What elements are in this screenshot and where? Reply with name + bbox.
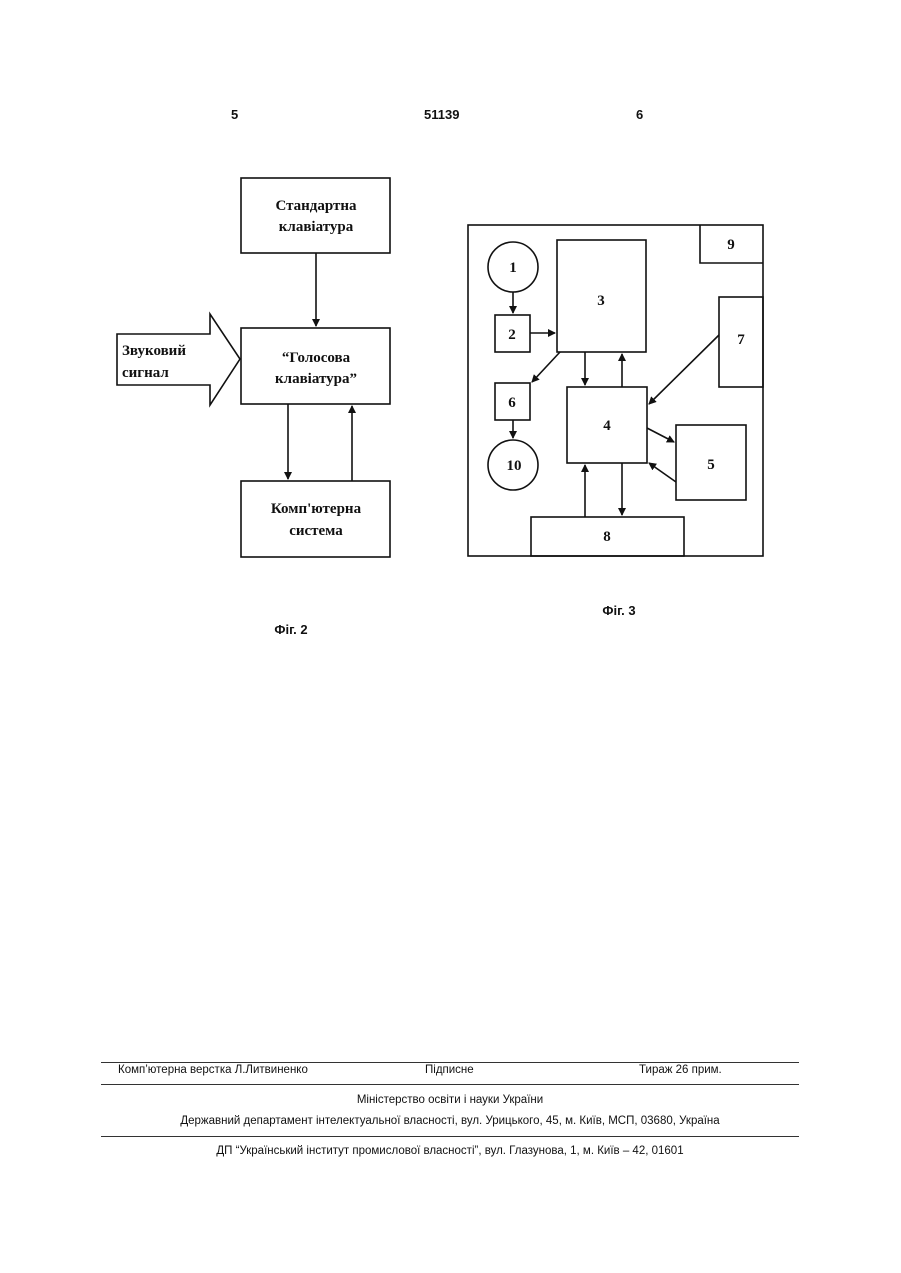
standard-keyboard-box: [241, 178, 390, 253]
figure-3-caption: Фіг. 3: [602, 603, 635, 618]
label-7: 7: [737, 332, 745, 348]
figures-canvas: Стандартна клавіатура “Голосова клавіату…: [0, 0, 901, 700]
label-5: 5: [707, 457, 715, 473]
circulation-label: Тираж 26 прим.: [639, 1064, 722, 1076]
label-4: 4: [603, 418, 611, 434]
arrow-3-to-6: [532, 352, 560, 382]
figure-2-caption: Фіг. 2: [274, 622, 307, 637]
arrow-5-to-4: [649, 463, 676, 482]
arrow-4-to-5: [647, 428, 674, 442]
sound-signal-label-1: Звуковий: [122, 343, 186, 359]
footer-rule-bottom: [101, 1136, 799, 1137]
standard-keyboard-label-2: клавіатура: [279, 219, 354, 235]
institute-line: ДП “Український інститут промислової вла…: [101, 1145, 799, 1157]
voice-keyboard-label-2: клавіатура”: [275, 371, 357, 387]
footer-rule-middle: [101, 1084, 799, 1085]
ministry-line: Міністерство освіти і науки України: [101, 1094, 799, 1106]
department-line: Державний департамент інтелектуальної вл…: [101, 1115, 799, 1127]
label-3: 3: [597, 293, 605, 309]
label-10: 10: [507, 458, 522, 474]
sound-signal-arrow: [117, 314, 240, 405]
voice-keyboard-box: [241, 328, 390, 404]
computer-system-label-2: система: [289, 523, 343, 539]
layout-credit: Комп’ютерна верстка Л.Литвиненко: [118, 1064, 308, 1076]
signed-label: Підписне: [425, 1064, 474, 1076]
standard-keyboard-label-1: Стандартна: [275, 198, 357, 214]
label-9: 9: [727, 237, 735, 253]
arrow-7-to-4: [649, 335, 719, 404]
computer-system-label-1: Комп'ютерна: [271, 501, 362, 517]
label-6: 6: [508, 395, 516, 411]
voice-keyboard-label-1: “Голосова: [282, 350, 351, 366]
computer-system-box: [241, 481, 390, 557]
label-2: 2: [508, 327, 516, 343]
sound-signal-label-2: сигнал: [122, 365, 169, 381]
label-8: 8: [603, 529, 611, 545]
footer-rule-top: [101, 1062, 799, 1063]
label-1: 1: [509, 260, 517, 276]
